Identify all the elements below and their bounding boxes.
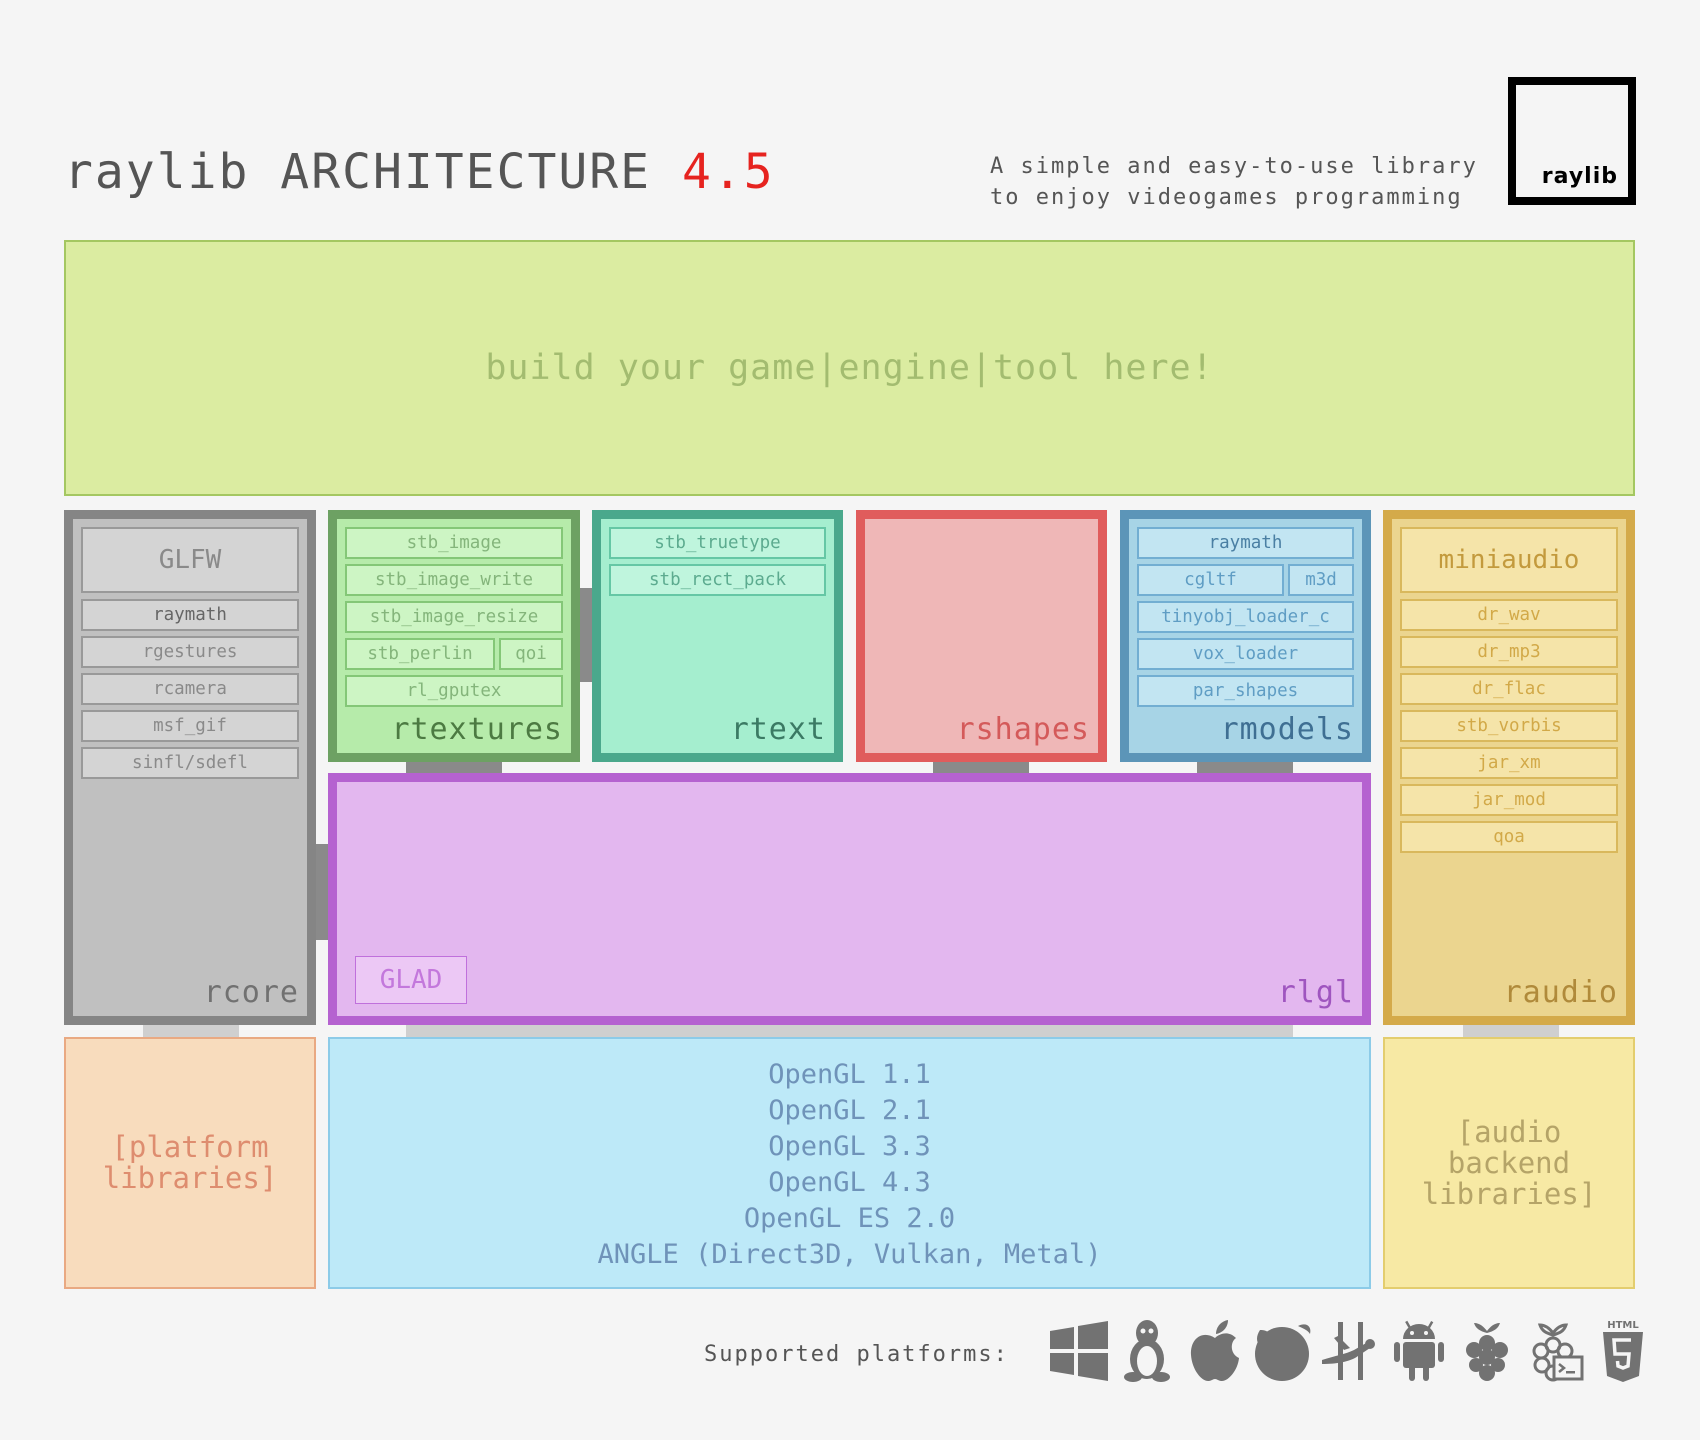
rmodels-item-cgltf: cgltf: [1137, 564, 1284, 596]
rcore-item-rcamera: rcamera: [81, 673, 299, 705]
title-main: raylib ARCHITECTURE: [64, 144, 682, 200]
html5-badge-text: HTML: [1607, 1320, 1639, 1331]
connector-rcore-rlgl: [316, 844, 328, 940]
tagline-line1: A simple and easy-to-use library: [990, 154, 1478, 179]
connector-rtextures-rlgl: [406, 762, 502, 773]
opengl-line: ANGLE (Direct3D, Vulkan, Metal): [597, 1239, 1102, 1270]
title-version: 4.5: [681, 144, 775, 200]
opengl-line: OpenGL 3.3: [768, 1131, 931, 1162]
page-title: raylib ARCHITECTURE 4.5: [64, 148, 775, 196]
rtext-label: rtext: [730, 712, 826, 747]
rshapes-label: rshapes: [956, 712, 1090, 747]
audio-backend-libraries: [audio backend libraries]: [1383, 1037, 1635, 1289]
rcore-item-raymath: raymath: [81, 599, 299, 631]
rcore-item-msf-gif: msf_gif: [81, 710, 299, 742]
connector-rlgl-opengl: [406, 1025, 1293, 1037]
rtext-item-stb-truetype: stb_truetype: [609, 527, 826, 559]
rcore-item-rgestures: rgestures: [81, 636, 299, 668]
android-icon: [1388, 1318, 1450, 1384]
tagline: A simple and easy-to-use library to enjo…: [990, 151, 1490, 213]
supported-platforms-label: Supported platforms:: [704, 1342, 1009, 1367]
module-rmodels: raymath cgltf m3d tinyobj_loader_c vox_l…: [1120, 510, 1371, 762]
raudio-item-dr-wav: dr_wav: [1400, 599, 1618, 631]
raspberry-pi-icon: [1456, 1318, 1518, 1384]
raudio-item-dr-mp3: dr_mp3: [1400, 636, 1618, 668]
module-raudio: miniaudio dr_wav dr_mp3 dr_flac stb_vorb…: [1383, 510, 1635, 1025]
rmodels-item-vox-loader: vox_loader: [1137, 638, 1354, 670]
dragonfly-icon: [1320, 1318, 1382, 1384]
rtext-item-stb-rect-pack: stb_rect_pack: [609, 564, 826, 596]
rlgl-glad: GLAD: [355, 956, 467, 1004]
logo-text: raylib: [1541, 164, 1618, 189]
opengl-line: OpenGL 1.1: [768, 1059, 931, 1090]
raudio-item-miniaudio: miniaudio: [1400, 527, 1618, 593]
rlgl-label: rlgl: [1277, 975, 1354, 1010]
rmodels-item-raymath: raymath: [1137, 527, 1354, 559]
tagline-line2: to enjoy videogames programming: [990, 185, 1463, 210]
module-rshapes: rshapes: [856, 510, 1107, 762]
connector-rmodels-rlgl: [1197, 762, 1293, 773]
raudio-item-qoa: qoa: [1400, 821, 1618, 853]
rcore-item-glfw: GLFW: [81, 527, 299, 593]
html5-icon: HTML: [1592, 1318, 1654, 1384]
module-rtextures: stb_image stb_image_write stb_image_resi…: [328, 510, 580, 762]
rmodels-item-par-shapes: par_shapes: [1137, 675, 1354, 707]
platform-libraries-text: [platform libraries]: [102, 1130, 278, 1195]
raudio-item-stb-vorbis: stb_vorbis: [1400, 710, 1618, 742]
rtextures-item-qoi: qoi: [499, 638, 563, 670]
raylib-logo: raylib: [1508, 77, 1636, 205]
connector-rtextures-rtext: [580, 588, 592, 682]
freebsd-icon: [1252, 1318, 1314, 1384]
linux-icon: [1116, 1318, 1178, 1384]
rtextures-label: rtextures: [391, 712, 563, 747]
rcore-label: rcore: [203, 975, 299, 1010]
game-area-text: build your game|engine|tool here!: [485, 348, 1214, 388]
rmodels-label: rmodels: [1220, 712, 1354, 747]
opengl-backends: OpenGL 1.1 OpenGL 2.1 OpenGL 3.3 OpenGL …: [328, 1037, 1371, 1289]
rtextures-item-stb-image-resize: stb_image_resize: [345, 601, 563, 633]
apple-icon: [1184, 1318, 1246, 1384]
rtextures-item-stb-image: stb_image: [345, 527, 563, 559]
raudio-item-dr-flac: dr_flac: [1400, 673, 1618, 705]
raspberry-pi-drm-icon: [1524, 1318, 1586, 1384]
module-rtext: stb_truetype stb_rect_pack rtext: [592, 510, 843, 762]
opengl-line: OpenGL ES 2.0: [743, 1203, 956, 1234]
rtextures-item-stb-image-write: stb_image_write: [345, 564, 563, 596]
game-area: build your game|engine|tool here!: [64, 240, 1635, 496]
module-rlgl: GLAD rlgl: [328, 773, 1371, 1025]
connector-rshapes-rlgl: [933, 762, 1029, 773]
opengl-line: OpenGL 2.1: [768, 1095, 931, 1126]
rmodels-item-tinyobj-loader-c: tinyobj_loader_c: [1137, 601, 1354, 633]
rcore-item-sinfl-sdefl: sinfl/sdefl: [81, 747, 299, 779]
raudio-label: raudio: [1503, 975, 1618, 1010]
platform-icons: HTML: [1048, 1318, 1654, 1384]
rmodels-item-m3d: m3d: [1288, 564, 1354, 596]
audio-backend-text: [audio backend libraries]: [1421, 1114, 1597, 1211]
opengl-line: OpenGL 4.3: [768, 1167, 931, 1198]
module-rcore: GLFW raymath rgestures rcamera msf_gif s…: [64, 510, 316, 1025]
connector-raudio-audio: [1463, 1025, 1559, 1037]
rtextures-item-stb-perlin: stb_perlin: [345, 638, 495, 670]
raudio-item-jar-mod: jar_mod: [1400, 784, 1618, 816]
windows-icon: [1048, 1318, 1110, 1384]
raudio-item-jar-xm: jar_xm: [1400, 747, 1618, 779]
platform-libraries: [platform libraries]: [64, 1037, 316, 1289]
rtextures-item-rl-gputex: rl_gputex: [345, 675, 563, 707]
connector-rcore-platform: [143, 1025, 239, 1037]
